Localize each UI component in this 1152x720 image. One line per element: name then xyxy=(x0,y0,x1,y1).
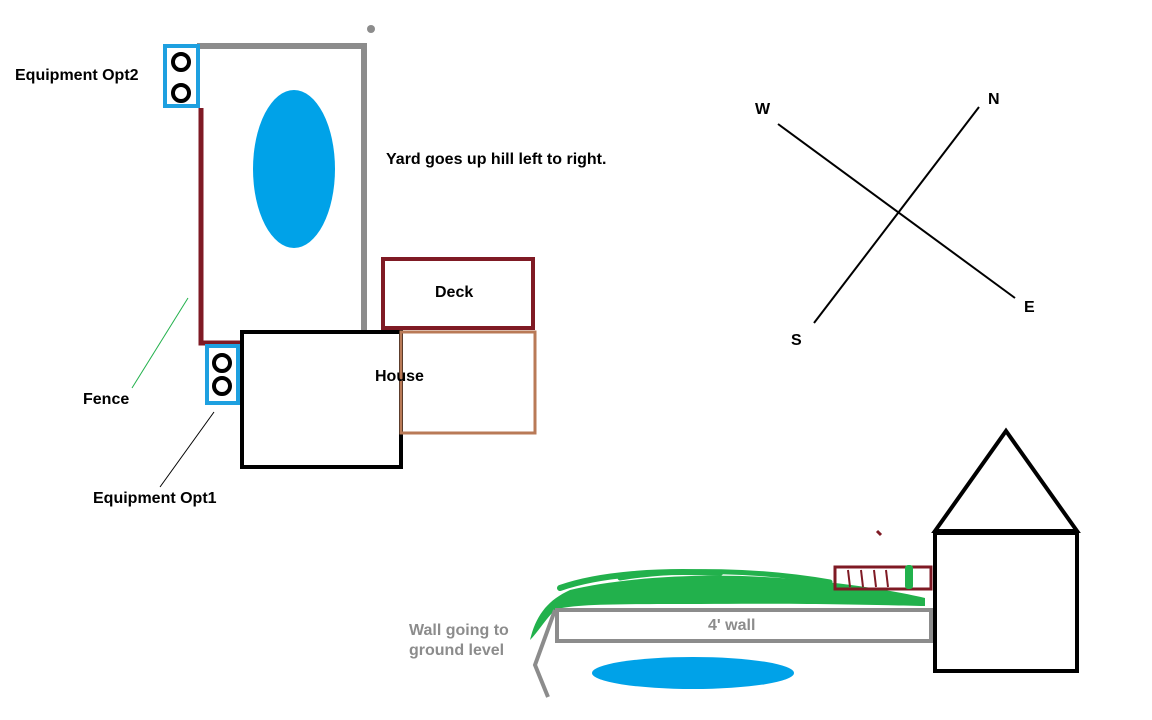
grass xyxy=(530,569,925,640)
equipment-opt1-label: Equipment Opt1 xyxy=(93,490,217,507)
red-mark xyxy=(875,529,883,537)
equipment-opt2-label: Equipment Opt2 xyxy=(15,67,139,84)
house-elevation xyxy=(931,427,1081,673)
fence-line xyxy=(198,108,242,346)
wall-ground-level-label: Wall going to ground level xyxy=(409,621,529,661)
equipment-opt1-box xyxy=(205,344,240,405)
compass-south-label: S xyxy=(791,332,802,349)
compass-north-label: N xyxy=(988,91,1000,108)
compass-east-label: E xyxy=(1024,299,1035,316)
deck-label: Deck xyxy=(435,284,474,301)
four-foot-wall xyxy=(555,608,933,643)
marker-dot xyxy=(367,25,375,33)
sloped-wall-end xyxy=(532,609,557,698)
fence-leader-line xyxy=(131,297,189,389)
house-plan xyxy=(240,330,403,469)
equipment-opt1-leader-line xyxy=(159,411,215,488)
house-label: House xyxy=(375,368,424,385)
pool-elevation xyxy=(592,657,794,689)
compass xyxy=(777,106,1016,324)
wall-ground-level-line1: Wall going to xyxy=(409,622,509,639)
patio-area xyxy=(399,330,537,435)
compass-west-label: W xyxy=(755,101,771,118)
fence-label: Fence xyxy=(83,391,130,408)
four-foot-wall-label: 4' wall xyxy=(708,617,756,634)
yard-wall xyxy=(197,43,367,333)
yard-slope-note: Yard goes up hill left to right. xyxy=(386,151,607,168)
deck-elevation xyxy=(833,565,933,591)
equipment-opt2-box xyxy=(163,44,200,108)
wall-ground-level-line2: ground level xyxy=(409,642,505,659)
pool xyxy=(253,90,335,248)
deck xyxy=(381,257,535,330)
